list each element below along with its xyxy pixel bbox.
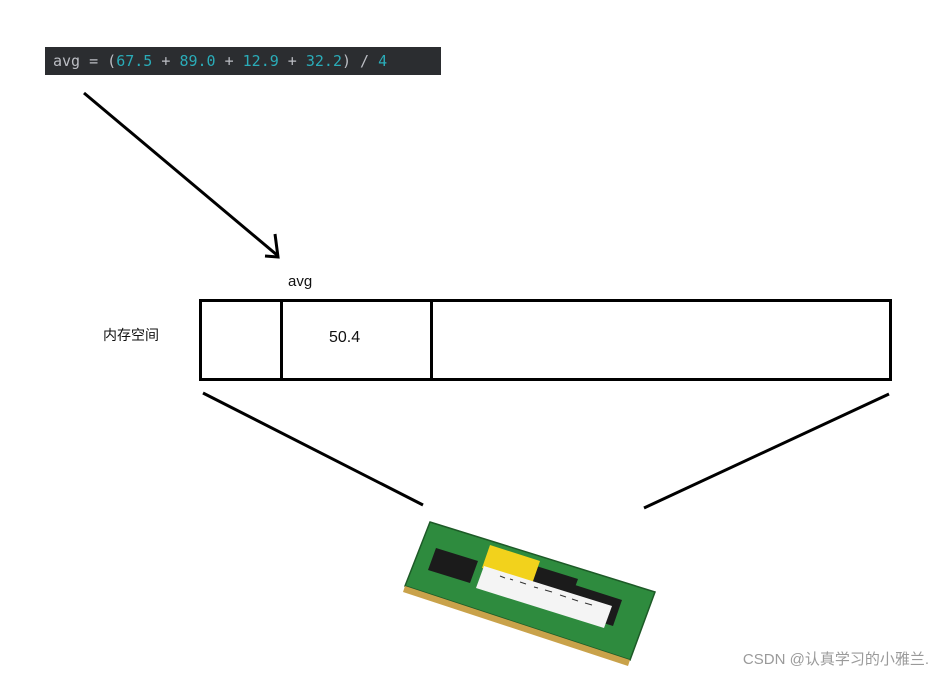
watermark: CSDN @认真学习的小雅兰.	[742, 651, 929, 668]
memory-block	[199, 299, 892, 381]
code-number-3: 12.9	[242, 52, 279, 70]
zoom-line-right	[643, 392, 890, 510]
zoom-line-left	[202, 391, 424, 507]
cell-divider-2	[430, 302, 433, 378]
code-plus-1: +	[152, 52, 180, 70]
arrow-shaft	[83, 91, 278, 257]
ram-module-icon	[403, 521, 656, 666]
code-divide: ) /	[342, 52, 379, 70]
cell-divider-1	[280, 302, 283, 378]
memory-space-label: 内存空间	[103, 327, 159, 343]
code-number-5: 4	[378, 52, 388, 70]
variable-label: avg	[288, 273, 313, 290]
code-assign-open: = (	[80, 52, 117, 70]
code-number-4: 32.2	[305, 52, 342, 70]
arrow-head	[264, 233, 280, 259]
code-plus-3: +	[278, 52, 306, 70]
code-number-2: 89.0	[179, 52, 216, 70]
stored-value: 50.4	[329, 329, 361, 346]
code-line: avg = (67.5 + 89.0 + 12.9 + 32.2) / 4	[45, 47, 441, 75]
code-number-1: 67.5	[116, 52, 153, 70]
code-variable: avg	[53, 52, 81, 70]
code-plus-2: +	[215, 52, 243, 70]
